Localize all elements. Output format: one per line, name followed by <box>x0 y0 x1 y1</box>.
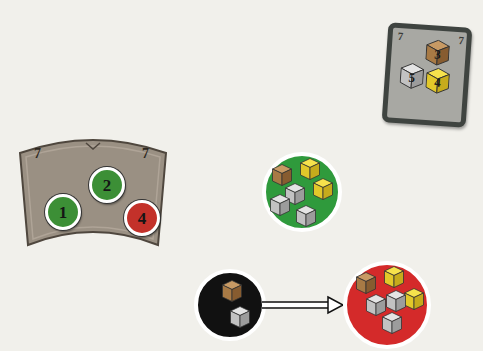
cube-gray <box>367 295 386 316</box>
cube-brown <box>223 281 242 302</box>
cube-gray <box>383 313 402 334</box>
disc-number: 4 <box>138 210 147 227</box>
cube-number: 3 <box>425 47 450 62</box>
disc-number: 1 <box>59 204 68 221</box>
number-disc: 2 <box>89 167 125 203</box>
numbered-cube: 3 <box>425 39 451 67</box>
supply-circle-red <box>345 263 429 347</box>
cube-yellow <box>385 267 404 288</box>
tile-notch <box>86 143 100 149</box>
number-disc: 1 <box>45 194 81 230</box>
transfer-arrow <box>262 297 343 313</box>
cube-number: 4 <box>425 75 450 90</box>
corner-number: 7 <box>397 31 403 42</box>
cube-brown <box>357 273 376 294</box>
supply-circle-green <box>264 154 340 230</box>
cube-gray <box>271 195 290 216</box>
number-disc: 4 <box>124 200 160 236</box>
cube-yellow <box>405 289 424 310</box>
cube-yellow <box>301 159 320 180</box>
corner-number: 7 <box>34 147 41 161</box>
corner-number: 7 <box>142 147 149 161</box>
cube-number: 5 <box>399 70 424 85</box>
tile-outline <box>20 140 166 245</box>
cube-yellow <box>314 179 333 200</box>
game-card: 77354 <box>382 22 473 128</box>
cube-brown <box>273 165 292 186</box>
numbered-cube: 5 <box>399 62 425 90</box>
disc-number: 2 <box>103 177 112 194</box>
supply-circle-black <box>196 271 264 339</box>
track-tile: 7 7 1 2 4 <box>18 133 168 247</box>
cube-gray <box>297 206 316 227</box>
tile-bevel <box>26 146 160 239</box>
cube-gray <box>231 307 250 328</box>
numbered-cube: 4 <box>425 67 451 95</box>
corner-number: 7 <box>458 35 464 46</box>
cube-gray <box>387 291 406 312</box>
